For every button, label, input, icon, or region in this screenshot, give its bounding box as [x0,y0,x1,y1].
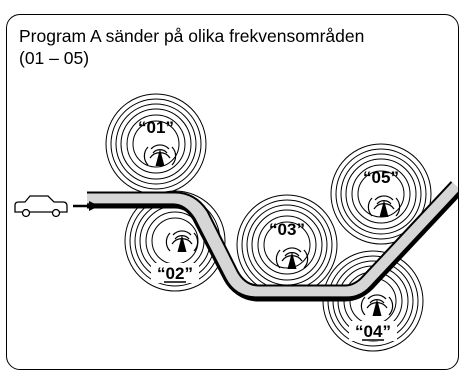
caption-line-1: Program A sänder på olika frekvensområde… [19,26,365,46]
station-label-02: “02” [157,264,193,283]
coverage-rings-01 [105,93,207,195]
diagram-frame: Program A sänder på olika frekvensområde… [6,14,459,370]
coverage-diagram: “01” “05” [14,93,458,352]
antenna-icon [360,294,394,317]
antenna-icon [275,247,309,270]
road [87,181,458,302]
antenna-icon [367,195,401,218]
antenna-icon [165,230,199,253]
arrow-right-icon [73,201,99,211]
station-05: “05” [330,143,432,245]
station-label-01: “01” [138,118,174,137]
station-03: “03” [236,194,338,296]
caption-line-2: (01 – 05) [19,48,90,68]
antenna-icon [143,144,177,167]
station-label-05: “05” [363,168,399,187]
station-label-04: “04” [355,322,391,341]
station-01: “01” [105,93,207,195]
caption: Program A sänder på olika frekvensområde… [19,25,449,69]
car-icon [14,195,68,218]
station-label-03: “03” [269,220,305,239]
coverage-rings-03 [236,194,338,296]
